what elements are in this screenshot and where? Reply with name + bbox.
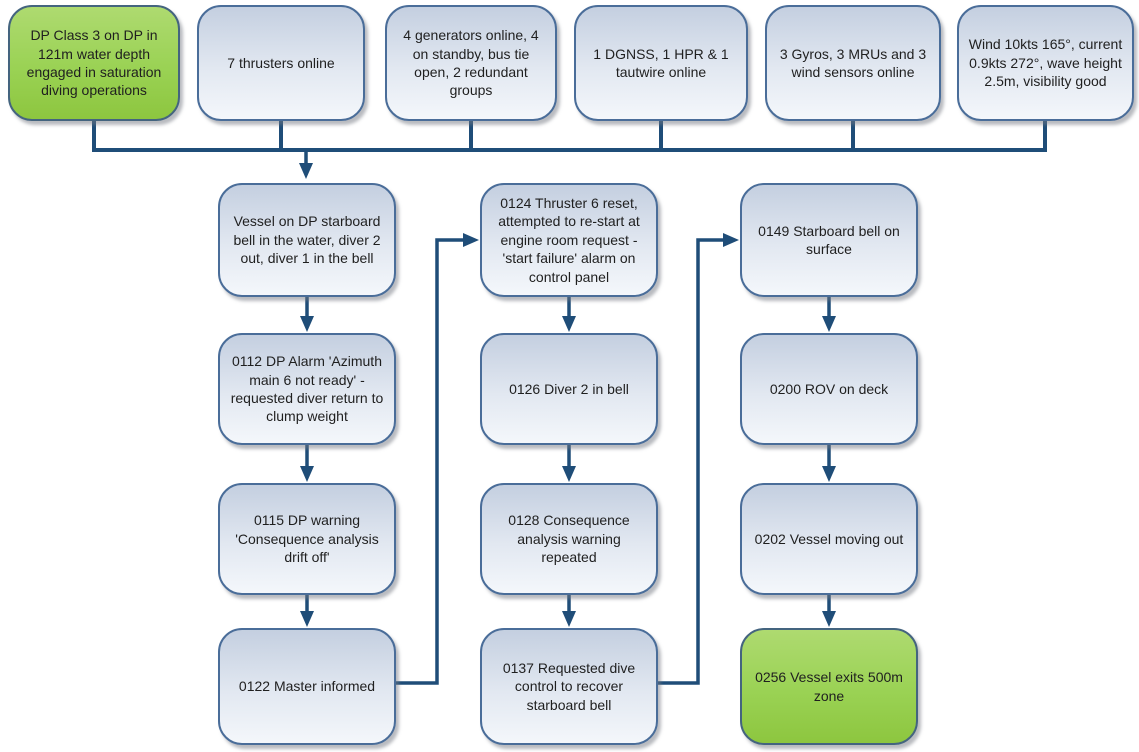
node-event-0256: 0256 Vessel exits 500m zone <box>740 628 918 745</box>
node-event-0124: 0124 Thruster 6 reset, attempted to re-s… <box>480 183 658 297</box>
column1-to-column2-elbow <box>396 233 479 685</box>
node-event-0115: 0115 DP warning 'Consequence analysis dr… <box>218 483 396 595</box>
node-environment-status: Wind 10kts 165°, current 0.9kts 272°, wa… <box>957 5 1134 121</box>
node-event-0202: 0202 Vessel moving out <box>740 483 918 595</box>
node-event-0112: 0112 DP Alarm 'Azimuth main 6 not ready'… <box>218 333 396 445</box>
node-sensors-status: 3 Gyros, 3 MRUs and 3 wind sensors onlin… <box>765 5 941 121</box>
node-generators-status: 4 generators online, 4 on standby, bus t… <box>385 5 557 121</box>
bus-drop-lines <box>92 119 1047 152</box>
node-event-0200: 0200 ROV on deck <box>740 333 918 445</box>
node-vessel-on-dp: Vessel on DP starboard bell in the water… <box>218 183 396 297</box>
node-event-0122: 0122 Master informed <box>218 628 396 745</box>
node-event-0137: 0137 Requested dive control to recover s… <box>480 628 658 745</box>
node-thrusters-status: 7 thrusters online <box>197 5 365 121</box>
column2-to-column3-elbow <box>658 233 739 685</box>
node-dp-class-status: DP Class 3 on DP in 121m water depth eng… <box>8 5 180 121</box>
node-event-0126: 0126 Diver 2 in bell <box>480 333 658 445</box>
node-event-0149: 0149 Starboard bell on surface <box>740 183 918 297</box>
node-event-0128: 0128 Consequence analysis warning repeat… <box>480 483 658 595</box>
node-position-reference-status: 1 DGNSS, 1 HPR & 1 tautwire online <box>574 5 748 121</box>
